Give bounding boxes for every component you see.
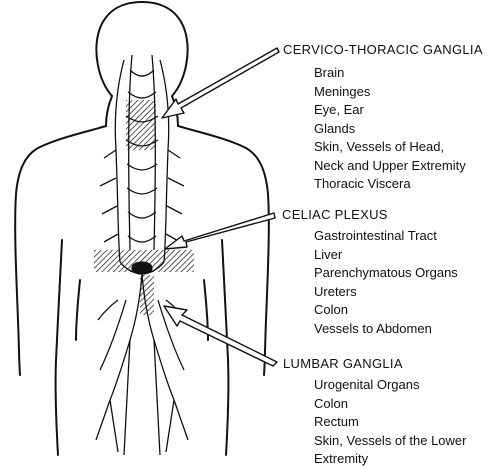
pointer-arrows <box>161 47 280 367</box>
arrow-cervico-thoracic <box>161 47 280 119</box>
list-item: Skin, Vessels of the Lower <box>314 432 467 448</box>
arrow-celiac <box>164 212 276 250</box>
list-item: Eye, Ear <box>314 102 364 117</box>
list-item: Vessels to Abdomen <box>314 320 432 336</box>
list-item: Extremity <box>314 451 369 466</box>
section-title: CERVICO-THORACIC GANGLIA <box>283 42 483 57</box>
list-item: Urogenital Organs <box>314 377 420 392</box>
target-list: Brain Meninges Eye, Ear Glands Skin, Ves… <box>314 64 483 194</box>
arrow-lumbar <box>163 305 278 367</box>
list-item: Thoracic Viscera <box>314 176 411 191</box>
section-title: CELIAC PLEXUS <box>282 207 388 222</box>
target-list: Gastrointestinal Tract Liver Parenchymat… <box>314 227 458 338</box>
body-outline <box>14 0 270 456</box>
target-list: Urogenital Organs Colon Rectum Skin, Ves… <box>314 376 466 469</box>
list-item: Brain <box>314 65 345 80</box>
list-item: Rectum <box>314 414 359 429</box>
list-item: Colon <box>314 395 348 411</box>
list-item: Glands <box>314 120 356 136</box>
list-item: Colon <box>314 302 348 317</box>
section-cervico-thoracic: CERVICO-THORACIC GANGLIA Brain Meninges … <box>283 42 483 194</box>
list-item: Ureters <box>314 283 357 299</box>
section-celiac-plexus: CELIAC PLEXUS Gastrointestinal Tract Liv… <box>282 207 458 338</box>
cervico-thoracic-region <box>126 100 156 150</box>
ganglia-regions <box>94 100 194 315</box>
list-item: Parenchymatous Organs <box>314 265 458 280</box>
list-item: Skin, Vessels of Head, <box>314 139 445 154</box>
section-title: LUMBAR GANGLIA <box>283 356 403 371</box>
list-item: Neck and Upper Extremity <box>314 157 466 173</box>
list-item: Liver <box>314 246 343 262</box>
list-item: Gastrointestinal Tract <box>314 228 437 243</box>
celiac-region <box>94 250 194 272</box>
list-item: Meninges <box>314 83 371 99</box>
section-lumbar-ganglia: LUMBAR GANGLIA Urogenital Organs Colon R… <box>283 356 466 469</box>
lumbar-region <box>140 275 154 315</box>
